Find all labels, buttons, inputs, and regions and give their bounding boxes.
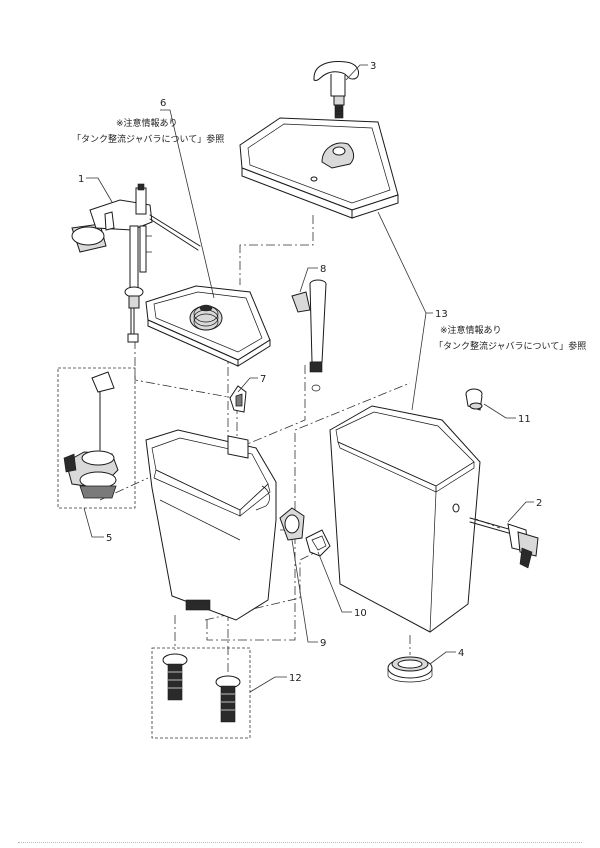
callout-3: 3	[370, 61, 376, 72]
callout-7: 7	[260, 374, 266, 385]
callout-12: 12	[289, 673, 302, 684]
note-part-13-line-1: ※注意情報あり	[440, 324, 502, 336]
part-9-gasket	[279, 507, 305, 541]
note-part-13-line-2: 「タンク整流ジャバラについて」参照	[434, 340, 586, 352]
part-12-strainers	[162, 653, 241, 723]
part-5-flush-valve	[63, 371, 119, 499]
callout-9: 9	[320, 638, 326, 649]
tank-lid-top	[239, 117, 399, 219]
part-7-clip	[229, 385, 247, 413]
part-11-cap	[465, 388, 483, 411]
note-part-6-line-1: ※注意情報あり	[116, 117, 178, 129]
page-footer-rule	[18, 842, 582, 843]
callout-1: 1	[78, 174, 84, 185]
callout-13: 13	[435, 309, 448, 320]
part-6-flow-cover	[145, 285, 271, 367]
leader-lines	[83, 64, 534, 693]
callout-8: 8	[320, 264, 326, 275]
callout-5: 5	[106, 533, 112, 544]
assembly-guide-lines	[99, 215, 501, 672]
part-1-fill-valve	[71, 183, 201, 343]
part-2-handle	[469, 517, 539, 569]
part-8-pipe	[291, 279, 327, 392]
note-part-6-line-2: 「タンク整流ジャバラについて」参照	[72, 133, 224, 145]
group-box-part-5	[57, 367, 136, 509]
callout-4: 4	[458, 648, 464, 659]
part-4-gasket-ring	[387, 656, 433, 683]
part-3-spout	[313, 61, 359, 119]
callout-6: 6	[160, 98, 166, 109]
part-10-bracket	[305, 529, 331, 557]
inner-tank	[145, 429, 277, 621]
callout-11: 11	[518, 414, 531, 425]
outer-tank	[329, 405, 481, 633]
callout-2: 2	[536, 498, 542, 509]
callout-10: 10	[354, 608, 367, 619]
group-box-part-12	[151, 647, 251, 739]
